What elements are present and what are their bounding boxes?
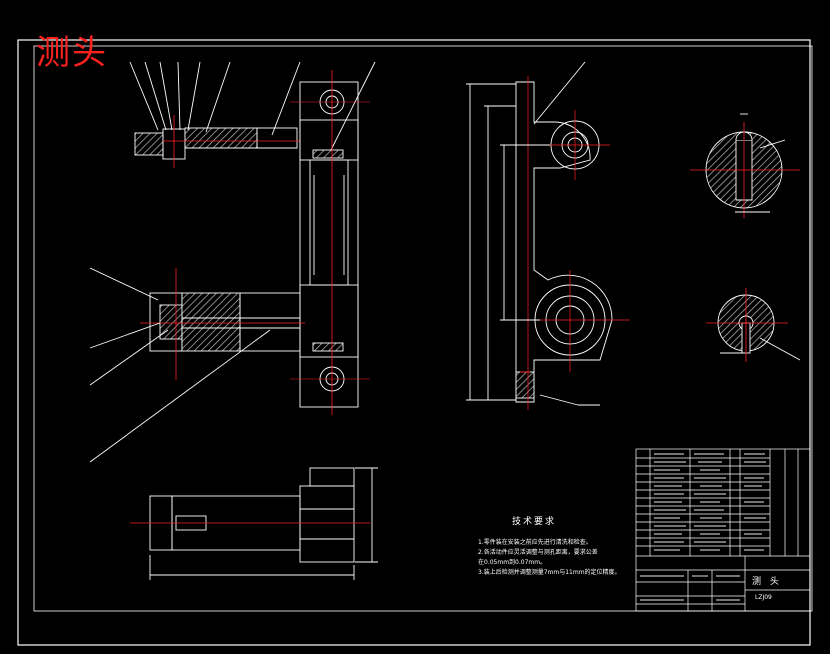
lower-arm-view	[89, 267, 305, 463]
requirements-title: 技术要求	[512, 517, 557, 527]
title-block-code: LZJ09	[755, 594, 772, 601]
bracket-plan-view	[130, 467, 378, 580]
stamp-title: 测头	[36, 33, 108, 73]
outer-border	[17, 39, 811, 646]
inner-border	[33, 45, 813, 612]
section-b	[706, 288, 801, 362]
title-block	[635, 448, 811, 612]
section-a	[690, 113, 800, 218]
requirement-line: 3.装上后检测并调整测量7mm与11mm的定位精度。	[478, 569, 621, 576]
requirement-line: 2.各活动件应灵活调整与测孔距离，要求公差	[478, 549, 598, 556]
bracket-front-view	[290, 70, 370, 415]
bracket-side-view	[466, 61, 630, 410]
requirement-line: 在0.05mm到0.07mm。	[478, 559, 547, 566]
requirement-line: 1.零件装在安装之前应先进行清洗和检查。	[478, 539, 592, 546]
upper-arm-view	[129, 61, 376, 168]
title-block-name: 测 头	[752, 577, 782, 587]
